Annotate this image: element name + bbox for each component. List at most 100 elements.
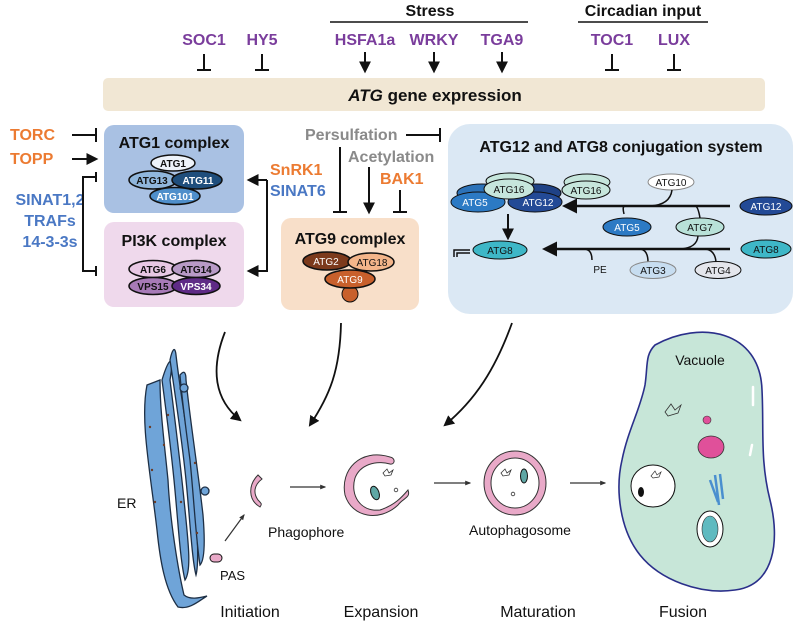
protein-atg18 xyxy=(347,252,395,272)
protein-vps34 xyxy=(171,276,221,296)
bottom-branches xyxy=(584,248,717,263)
er-label: ER xyxy=(117,495,136,511)
autophagosome-mito xyxy=(520,468,528,484)
vacuole-cargo-protein xyxy=(664,403,682,417)
protein-vps34-label: VPS34 xyxy=(180,282,212,293)
regulator-tga9: TGA9 xyxy=(481,32,524,49)
inhibit-lux xyxy=(667,54,681,71)
inhibit-torc xyxy=(72,128,97,142)
complex-atg12-label: ATG12 xyxy=(523,198,554,209)
vacuole-er-fragment xyxy=(708,473,725,506)
atg4 xyxy=(694,261,742,279)
protein-atg13-label: ATG13 xyxy=(136,176,168,187)
pas-structure xyxy=(209,553,223,563)
protein-atg11-label: ATG11 xyxy=(183,176,214,187)
protein-atg11 xyxy=(171,170,223,190)
stage-fusion: Fusion xyxy=(659,604,707,621)
pe-anchor xyxy=(453,249,470,257)
protein-atg18-label: ATG18 xyxy=(357,258,388,269)
atg8-input-label: ATG8 xyxy=(753,245,779,256)
complex-atg16 xyxy=(483,178,535,200)
autophagosome-inner xyxy=(490,457,540,509)
free-atg16-label: ATG16 xyxy=(571,186,602,197)
protein-atg101-label: ATG101 xyxy=(156,192,193,203)
curved-arrows xyxy=(215,322,513,427)
top-branches xyxy=(622,205,701,219)
protein-atg1-label: ATG1 xyxy=(160,159,186,170)
pi3k-complex-title: PI3K complex xyxy=(122,233,227,250)
atg12-input-label: ATG12 xyxy=(751,202,782,213)
phagophore-shape xyxy=(250,474,263,508)
inhibit-bak1 xyxy=(393,190,407,213)
atg8-input xyxy=(740,239,792,259)
stage-expansion: Expansion xyxy=(344,604,419,621)
protein-atg9 xyxy=(324,269,376,289)
complex-atg5 xyxy=(450,191,506,213)
atg9-complex: ATG9 complex ATG2 ATG18 ATG9 xyxy=(281,218,419,310)
regulator-hy5: HY5 xyxy=(246,32,277,49)
er-bulge-2 xyxy=(200,486,210,496)
er-bulge-1 xyxy=(179,383,189,393)
autophagosome-label: Autophagosome xyxy=(469,522,571,538)
stress-label: Stress xyxy=(406,3,455,20)
protein-atg1 xyxy=(150,154,196,172)
regulator-hsfa1a: HSFA1a xyxy=(335,32,396,49)
atg12-input xyxy=(739,196,793,216)
regulator-persulfation: Persulfation xyxy=(305,127,397,144)
inhibit-hy5 xyxy=(255,54,269,71)
inhibit-persulfation-conjugation xyxy=(406,128,441,142)
er-sheet-4 xyxy=(179,371,205,567)
complex-atg5-label: ATG5 xyxy=(462,198,488,209)
protein-atg9-label: ATG9 xyxy=(337,275,363,286)
cargo-protein xyxy=(382,468,394,477)
atg3 xyxy=(629,261,677,279)
banner-italic: ATG xyxy=(347,86,383,105)
arrow-atg9-to-expansion xyxy=(308,322,342,427)
pas-label: PAS xyxy=(220,568,245,583)
vacuole-label: Vacuole xyxy=(675,352,725,368)
regulator-sinat6: SINAT6 xyxy=(270,183,326,200)
atg4-label: ATG4 xyxy=(705,266,731,277)
er-ribosomes xyxy=(148,413,199,535)
atg7-branch xyxy=(679,235,699,250)
inhibit-persulfation-atg9 xyxy=(333,147,347,213)
phagophore-label: Phagophore xyxy=(268,524,345,540)
vacuole-highlight xyxy=(748,385,755,457)
regulator-trafs: TRAFs xyxy=(24,213,76,230)
top-inhibit-bars xyxy=(197,54,681,71)
stress-group: Stress xyxy=(330,3,528,23)
atg10-label: ATG10 xyxy=(656,178,687,189)
stage-maturation: Maturation xyxy=(500,604,576,621)
vacuole-small-body xyxy=(702,415,712,425)
pe-label: PE xyxy=(593,265,607,276)
stage-initiation: Initiation xyxy=(220,604,280,621)
pi3k-complex: PI3K complex ATG6 ATG14 VPS15 VPS34 xyxy=(104,222,244,307)
atg1-complex-title: ATG1 complex xyxy=(119,135,230,152)
atg7 xyxy=(675,217,725,237)
protein-atg101 xyxy=(149,186,201,206)
atg8-lipidated xyxy=(472,240,528,260)
atg10-branch xyxy=(649,189,673,207)
vacuole-shape xyxy=(618,331,776,592)
regulator-toc1: TOC1 xyxy=(591,32,633,49)
atg8-lipidated-label: ATG8 xyxy=(487,246,513,257)
autophagic-body-protein xyxy=(650,470,662,479)
conjugation-title: ATG12 and ATG8 conjugation system xyxy=(479,139,762,156)
atg7-label: ATG7 xyxy=(687,223,713,234)
free-atg16 xyxy=(561,180,611,200)
inhibit-bracket-sinat xyxy=(82,172,97,276)
atg10 xyxy=(647,173,695,191)
er-structure xyxy=(143,348,210,609)
autophagosome-small xyxy=(510,491,516,497)
conjugation-system: ATG12 and ATG8 conjugation system ATG5 A… xyxy=(448,124,793,314)
regulator-14-3-3s: 14-3-3s xyxy=(22,234,77,251)
expanding-phagophore xyxy=(343,454,410,516)
regulator-soc1: SOC1 xyxy=(182,32,226,49)
vacuole-mitochondrion-inner xyxy=(701,515,719,543)
autophagic-body-mito xyxy=(638,487,644,497)
arrow-conjugation-to-expansion xyxy=(443,322,513,427)
protein-atg6-label: ATG6 xyxy=(140,265,166,276)
protein-atg14-label: ATG14 xyxy=(180,265,212,276)
cargo-mitochondrion xyxy=(370,485,380,501)
